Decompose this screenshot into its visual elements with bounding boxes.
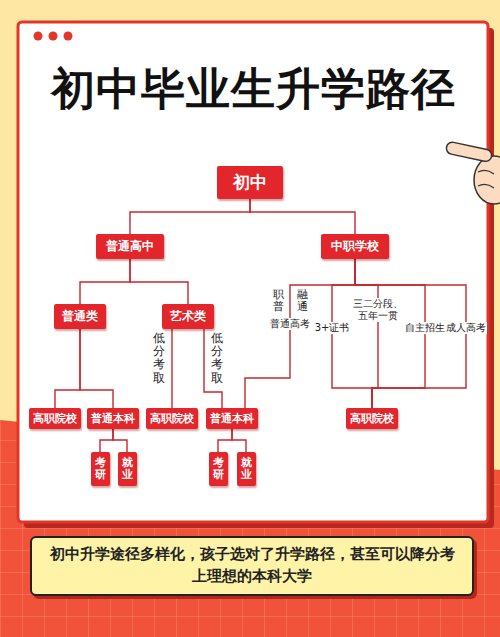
connector [80,329,113,408]
connector [130,199,250,234]
process-box: 普通高中 [96,234,164,259]
path-label: 低分考取 [210,332,224,385]
connector [130,259,188,304]
node-text: 就业 [122,457,133,481]
process-box: 普通类 [54,304,106,329]
process-box: 高职院校 [146,408,198,429]
node-text: 普通高中 [106,238,154,255]
node-text: 初中 [233,171,267,194]
node-text: 普通本科 [210,411,254,426]
path-label: 自主招生 [404,322,446,334]
node-text: 中职学校 [331,238,379,255]
vertical-box: 考研 [91,452,110,486]
process-box: 普通本科 [87,408,139,429]
path-label: 普通高考 [269,318,311,330]
palm [474,156,500,204]
page-title: 初中毕业生升学路径 [18,60,488,119]
process-box: 高职院校 [29,408,81,429]
connector [113,429,127,452]
route-label: 融通 [297,289,308,313]
route-label: 职普 [273,289,284,313]
process-box: 艺术类 [162,304,214,329]
vertical-box: 就业 [237,452,256,486]
knuckle [478,170,494,174]
process-box: 中职学校 [321,234,389,259]
dot [34,32,43,41]
vertical-box: 就业 [118,452,137,486]
node-text: 艺术类 [170,308,206,325]
connector [218,429,232,452]
dot [49,32,58,41]
node-text: 高职院校 [350,411,394,426]
vertical-box: 考研 [209,452,228,486]
node-text: 就业 [241,457,252,481]
node-text: 高职院校 [33,411,77,426]
path-label: 成人高考 [445,322,487,334]
process-box: 初中 [217,166,283,199]
node-text: 考研 [213,457,224,481]
process-box: 高职院校 [346,408,398,429]
connector [250,199,355,234]
connector [355,259,378,408]
connector [55,329,80,408]
caption-note: 初中升学途径多样化，孩子选对了升学路径，甚至可以降分考上理想的本科大学 [30,536,474,596]
node-text: 普通本科 [91,411,135,426]
path-label: 三二分段、五年一贯 [351,298,405,322]
node-text: 普通类 [62,308,98,325]
node-text: 高职院校 [150,411,194,426]
connector [245,259,355,408]
path-label: 3+证书 [314,322,351,334]
finger [445,141,492,162]
path-label: 低分考取 [152,332,166,385]
process-box: 普通本科 [206,408,258,429]
connector [80,259,130,304]
connector [171,329,172,408]
connector [100,429,113,452]
pointing-hand [445,141,500,204]
knuckle [478,184,494,188]
connector [232,429,246,452]
node-text: 考研 [95,457,106,481]
dot [64,32,73,41]
card [18,22,488,522]
